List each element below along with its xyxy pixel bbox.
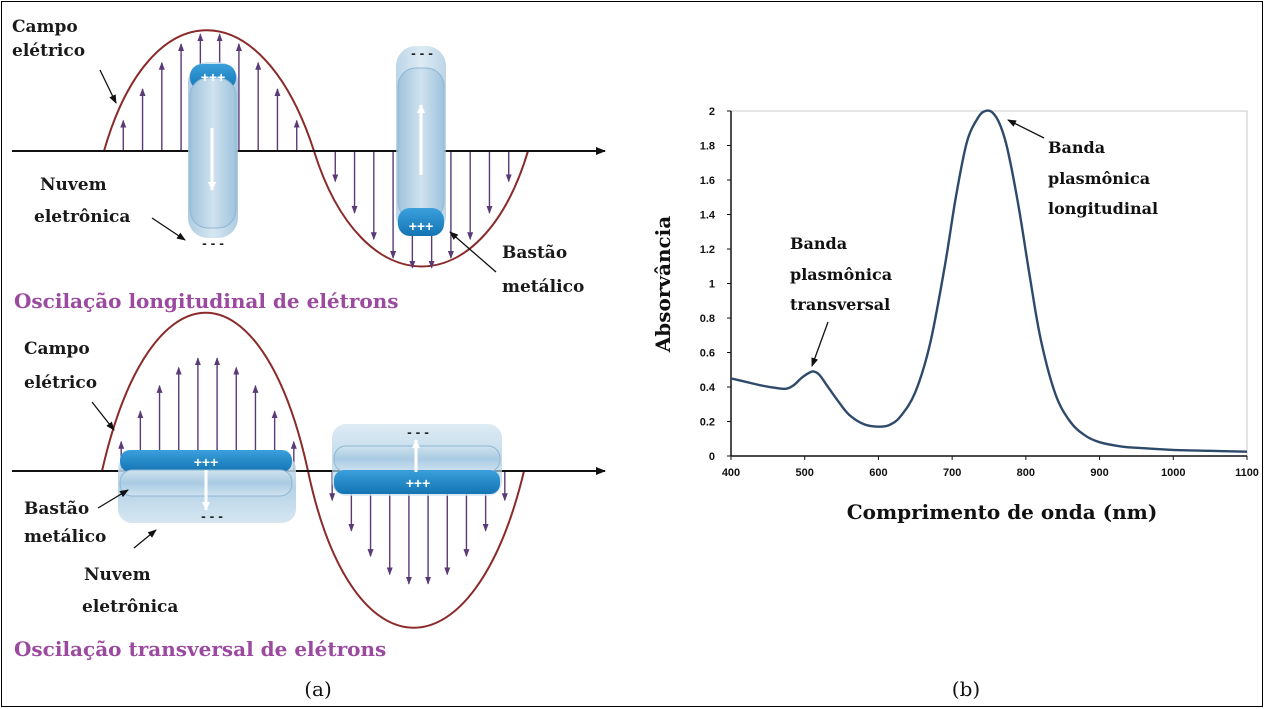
rod2-positive: +++	[409, 218, 434, 234]
y-tick-label: 0	[709, 451, 715, 463]
x-tick-label: 800	[1017, 467, 1035, 479]
cloud-pointer	[133, 529, 157, 549]
y-tick-label: 1.2	[700, 244, 715, 256]
x-tick-label: 600	[869, 467, 887, 479]
longitudinal-band-label-3: longitudinal	[1048, 199, 1158, 218]
electric-field-wave	[103, 29, 529, 268]
longitudinal-pointer	[1007, 119, 1045, 139]
field-pointer	[99, 69, 117, 104]
cloud-pointer	[151, 217, 186, 241]
transversal-diagram: +++ - - - - - - +++ Campo elétrico Bastã…	[12, 311, 606, 661]
absorbance-curve	[730, 109, 1248, 453]
cloud-label-line2: eletrônica	[34, 207, 130, 227]
transverse-band-label-3: transversal	[790, 295, 890, 314]
y-tick-label: 0.8	[700, 313, 715, 325]
rod2-negative: - - -	[407, 424, 429, 440]
rod-label-line2: metálico	[502, 277, 584, 297]
x-tick-label: 400	[722, 467, 740, 479]
rod1-negative: - - -	[202, 235, 224, 251]
rod1-positive: +++	[201, 69, 226, 85]
x-axis-label: Comprimento de onda (nm)	[847, 500, 1158, 524]
y-tick-label: 0.2	[700, 417, 715, 429]
x-tick-label: 500	[796, 467, 814, 479]
rod2-negative: - - -	[411, 45, 433, 61]
y-tick-label: 1	[709, 279, 715, 291]
rod1-negative: - - -	[201, 508, 223, 524]
field-vectors	[120, 33, 512, 269]
y-tick-label: 0.4	[700, 382, 716, 394]
field-label-line2: elétrico	[12, 41, 85, 61]
rod1-positive: +++	[194, 454, 219, 470]
metal-rod-1: +++ - - -	[118, 450, 296, 524]
panel-b-label: (b)	[952, 677, 980, 701]
y-tick-label: 0.6	[700, 348, 715, 360]
rod-label-line1: Bastão	[24, 499, 89, 519]
longitudinal-band-label-1: Banda	[1048, 138, 1105, 157]
x-tick-label: 900	[1090, 467, 1108, 479]
rod-label-line2: metálico	[24, 527, 106, 547]
metal-rod-2: - - - +++	[396, 45, 446, 236]
metal-rod-2: - - - +++	[332, 424, 502, 496]
field-label-line1: Campo	[24, 339, 90, 359]
rod-label-line1: Bastão	[502, 243, 567, 263]
transversal-caption: Oscilação transversal de elétrons	[14, 637, 386, 661]
transverse-band-label-1: Banda	[790, 234, 847, 253]
longitudinal-caption: Oscilação longitudinal de elétrons	[14, 289, 399, 313]
panel-a-label: (a)	[304, 677, 332, 701]
rod2-positive: +++	[406, 475, 431, 491]
x-tick-label: 700	[943, 467, 961, 479]
axis-ticks: 400 500 600 700 800 900 1000 1100 0 0.2 0.4 0.6 0.8 1…	[700, 106, 1259, 479]
x-tick-label: 1100	[1235, 467, 1259, 479]
y-tick-label: 2	[709, 106, 715, 118]
y-axis-label: Absorvância	[651, 216, 675, 354]
cloud-label-line1: Nuvem	[40, 175, 107, 195]
transverse-band-label-2: plasmônica	[790, 265, 892, 284]
longitudinal-diagram: +++ - - - - - - +++ Campo elétrico Nuvem…	[12, 17, 606, 313]
metal-rod-1: +++ - - -	[188, 62, 238, 251]
y-tick-label: 1.4	[700, 210, 716, 222]
cloud-label-line2: eletrônica	[82, 597, 178, 617]
transverse-pointer	[811, 321, 829, 367]
cloud-label-line1: Nuvem	[84, 565, 151, 585]
x-tick-label: 1000	[1161, 467, 1185, 479]
rod-pointer	[449, 231, 497, 273]
field-label-line1: Campo	[12, 17, 78, 37]
rod-pointer	[97, 489, 129, 509]
field-label-line2: elétrico	[24, 373, 97, 393]
y-tick-label: 1.8	[700, 141, 715, 153]
field-pointer	[91, 401, 115, 431]
absorbance-chart: 400 500 600 700 800 900 1000 1100 0 0.2 0.4 0.6 0.8 1…	[651, 106, 1259, 524]
longitudinal-band-label-2: plasmônica	[1048, 169, 1150, 188]
y-tick-label: 1.6	[700, 175, 715, 187]
